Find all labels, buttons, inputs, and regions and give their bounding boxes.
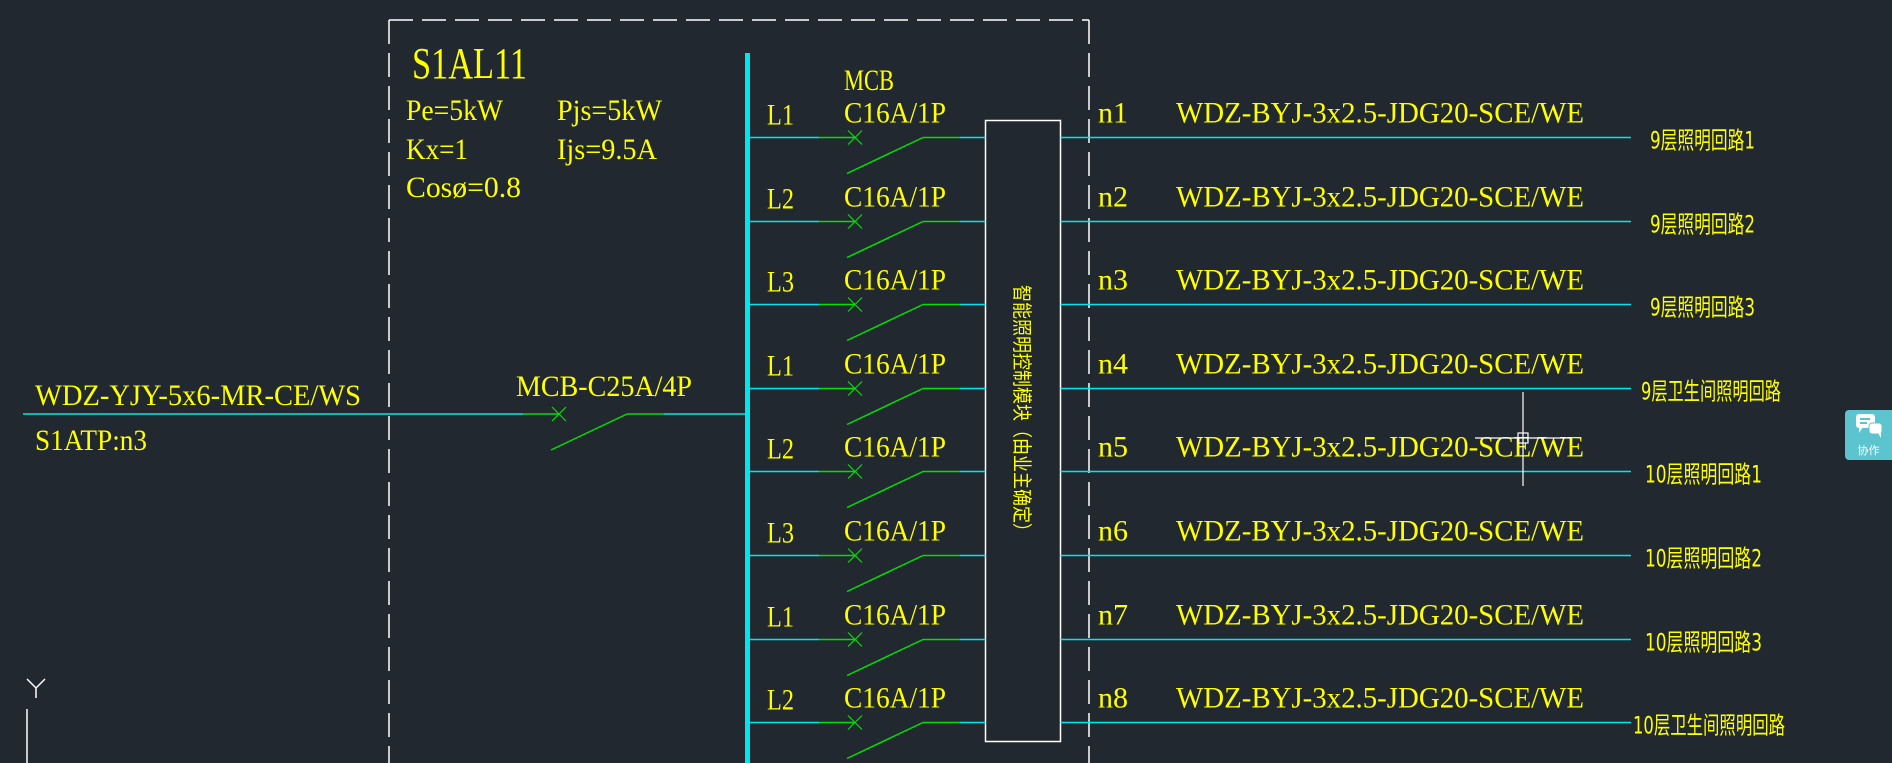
chat-bubbles-icon [1855, 414, 1882, 438]
circuit-cable-spec: WDZ-BYJ-3x2.5-JDG20-SCE/WE [1176, 431, 1584, 464]
circuit-phase: L3 [767, 266, 794, 299]
circuit-load-description: 9层照明回路2 [1650, 211, 1755, 239]
circuit-id: n7 [1098, 599, 1128, 632]
circuit-load-description: 9层卫生间照明回路 [1641, 378, 1781, 406]
circuit-breaker-cross-b [847, 381, 863, 396]
ucs-icon [26, 678, 46, 763]
circuit-breaker-rating: C16A/1P [844, 682, 946, 715]
main-breaker-cross-b [551, 406, 567, 422]
incoming-cable-spec: WDZ-YJY-5x6-MR-CE/WS [35, 379, 361, 412]
circuit-breaker-blade [846, 303, 924, 342]
param-pe: Pe=5kW [406, 94, 504, 127]
breaker-type-header: MCB [844, 64, 894, 97]
circuit-breaker-rating: C16A/1P [844, 599, 946, 632]
circuit-breaker-cross-b [847, 632, 863, 647]
control-module-box[interactable] [984, 119, 1062, 743]
circuit-breaker-rating: C16A/1P [844, 97, 946, 130]
circuit-cable-spec: WDZ-BYJ-3x2.5-JDG20-SCE/WE [1176, 348, 1584, 381]
circuit-id: n4 [1098, 348, 1128, 381]
param-cos: Cosø=0.8 [406, 171, 521, 204]
circuit-phase: L1 [767, 99, 794, 132]
circuit-row[interactable]: L3 C16A/1P n6 WDZ-BYJ-3x2.5-JDG20-SCE/WE 10层… [750, 515, 1762, 593]
circuit-breaker-rating: C16A/1P [844, 348, 946, 381]
circuit-breaker-blade [846, 470, 924, 509]
circuit-cable-spec: WDZ-BYJ-3x2.5-JDG20-SCE/WE [1176, 515, 1584, 548]
circuit-load-description: 9层照明回路3 [1650, 294, 1755, 322]
circuit-breaker-blade [846, 554, 924, 593]
circuit-breaker-blade [846, 387, 924, 426]
circuit-id: n5 [1098, 431, 1128, 464]
circuit-row[interactable]: L2 C16A/1P n8 WDZ-BYJ-3x2.5-JDG20-SCE/WE 10层… [750, 682, 1785, 760]
circuit-row[interactable]: L2 C16A/1P n5 WDZ-BYJ-3x2.5-JDG20-SCE/WE 10层… [750, 431, 1762, 509]
circuit-breaker-cross-b [847, 464, 863, 479]
circuit-breaker-blade [846, 638, 924, 677]
circuit-row[interactable]: L3 C16A/1P n3 WDZ-BYJ-3x2.5-JDG20-SCE/WE 9层照… [750, 264, 1755, 342]
cursor-crosshair [1475, 392, 1571, 486]
main-breaker-blade [550, 413, 628, 451]
param-pjs: Pjs=5kW [557, 94, 663, 127]
main-breaker-label: MCB-C25A/4P [516, 370, 692, 403]
circuit-cable-spec: WDZ-BYJ-3x2.5-JDG20-SCE/WE [1176, 682, 1584, 715]
circuit-row[interactable]: L1 C16A/1P n1 WDZ-BYJ-3x2.5-JDG20-SCE/WE 9层照… [750, 97, 1755, 175]
circuit-id: n3 [1098, 264, 1128, 297]
circuit-phase: L1 [767, 350, 794, 383]
circuit-id: n2 [1098, 181, 1128, 214]
circuit-cable-spec: WDZ-BYJ-3x2.5-JDG20-SCE/WE [1176, 264, 1584, 297]
circuit-breaker-rating: C16A/1P [844, 515, 946, 548]
circuit-row[interactable]: L1 C16A/1P n4 WDZ-BYJ-3x2.5-JDG20-SCE/WE 9层卫… [750, 348, 1781, 426]
circuit-phase: L2 [767, 433, 794, 466]
param-kx: Kx=1 [406, 133, 468, 166]
panel-boundary [388, 19, 1090, 763]
collab-label: 协作 [1857, 444, 1880, 457]
circuit-row[interactable]: L1 C16A/1P n7 WDZ-BYJ-3x2.5-JDG20-SCE/WE 10层… [750, 599, 1762, 677]
circuit-breaker-cross-b [847, 548, 863, 563]
circuit-breaker-rating: C16A/1P [844, 431, 946, 464]
circuit-breaker-blade [846, 721, 924, 760]
incoming-source: S1ATP:n3 [35, 424, 147, 457]
circuit-breaker-rating: C16A/1P [844, 264, 946, 297]
circuit-phase: L1 [767, 601, 794, 634]
circuit-cable-spec: WDZ-BYJ-3x2.5-JDG20-SCE/WE [1176, 181, 1584, 214]
circuit-phase: L3 [767, 517, 794, 550]
panel-name: S1AL11 [412, 39, 527, 88]
circuit-load-description: 10层照明回路2 [1645, 545, 1762, 573]
circuit-load-description: 10层照明回路1 [1645, 461, 1762, 489]
circuit-id: n1 [1098, 97, 1128, 130]
circuit-breaker-cross-b [847, 130, 863, 145]
circuit-breaker-blade [846, 220, 924, 259]
circuit-phase: L2 [767, 684, 794, 717]
circuit-load-description: 10层卫生间照明回路 [1633, 712, 1785, 740]
circuit-cable-spec: WDZ-BYJ-3x2.5-JDG20-SCE/WE [1176, 599, 1584, 632]
circuit-load-description: 9层照明回路1 [1650, 127, 1755, 155]
cursor-pickbox [1517, 432, 1529, 444]
circuit-breaker-blade [846, 136, 924, 175]
circuit-breaker-rating: C16A/1P [844, 181, 946, 214]
circuit-breaker-cross-b [847, 715, 863, 730]
param-ijs: Ijs=9.5A [557, 133, 657, 166]
circuit-load-description: 10层照明回路3 [1645, 629, 1762, 657]
circuit-cable-spec: WDZ-BYJ-3x2.5-JDG20-SCE/WE [1176, 97, 1584, 130]
circuit-row[interactable]: L2 C16A/1P n2 WDZ-BYJ-3x2.5-JDG20-SCE/WE 9层照… [750, 181, 1755, 259]
circuit-id: n6 [1098, 515, 1128, 548]
circuit-breaker-cross-b [847, 297, 863, 312]
circuit-phase: L2 [767, 183, 794, 216]
circuit-id: n8 [1098, 682, 1128, 715]
circuit-breaker-cross-b [847, 214, 863, 229]
collab-button[interactable]: 协作 [1845, 410, 1892, 460]
incoming-feeder[interactable] [23, 322, 745, 451]
control-module-label: 智能照明控制模块（由业主确定） [1010, 285, 1034, 540]
